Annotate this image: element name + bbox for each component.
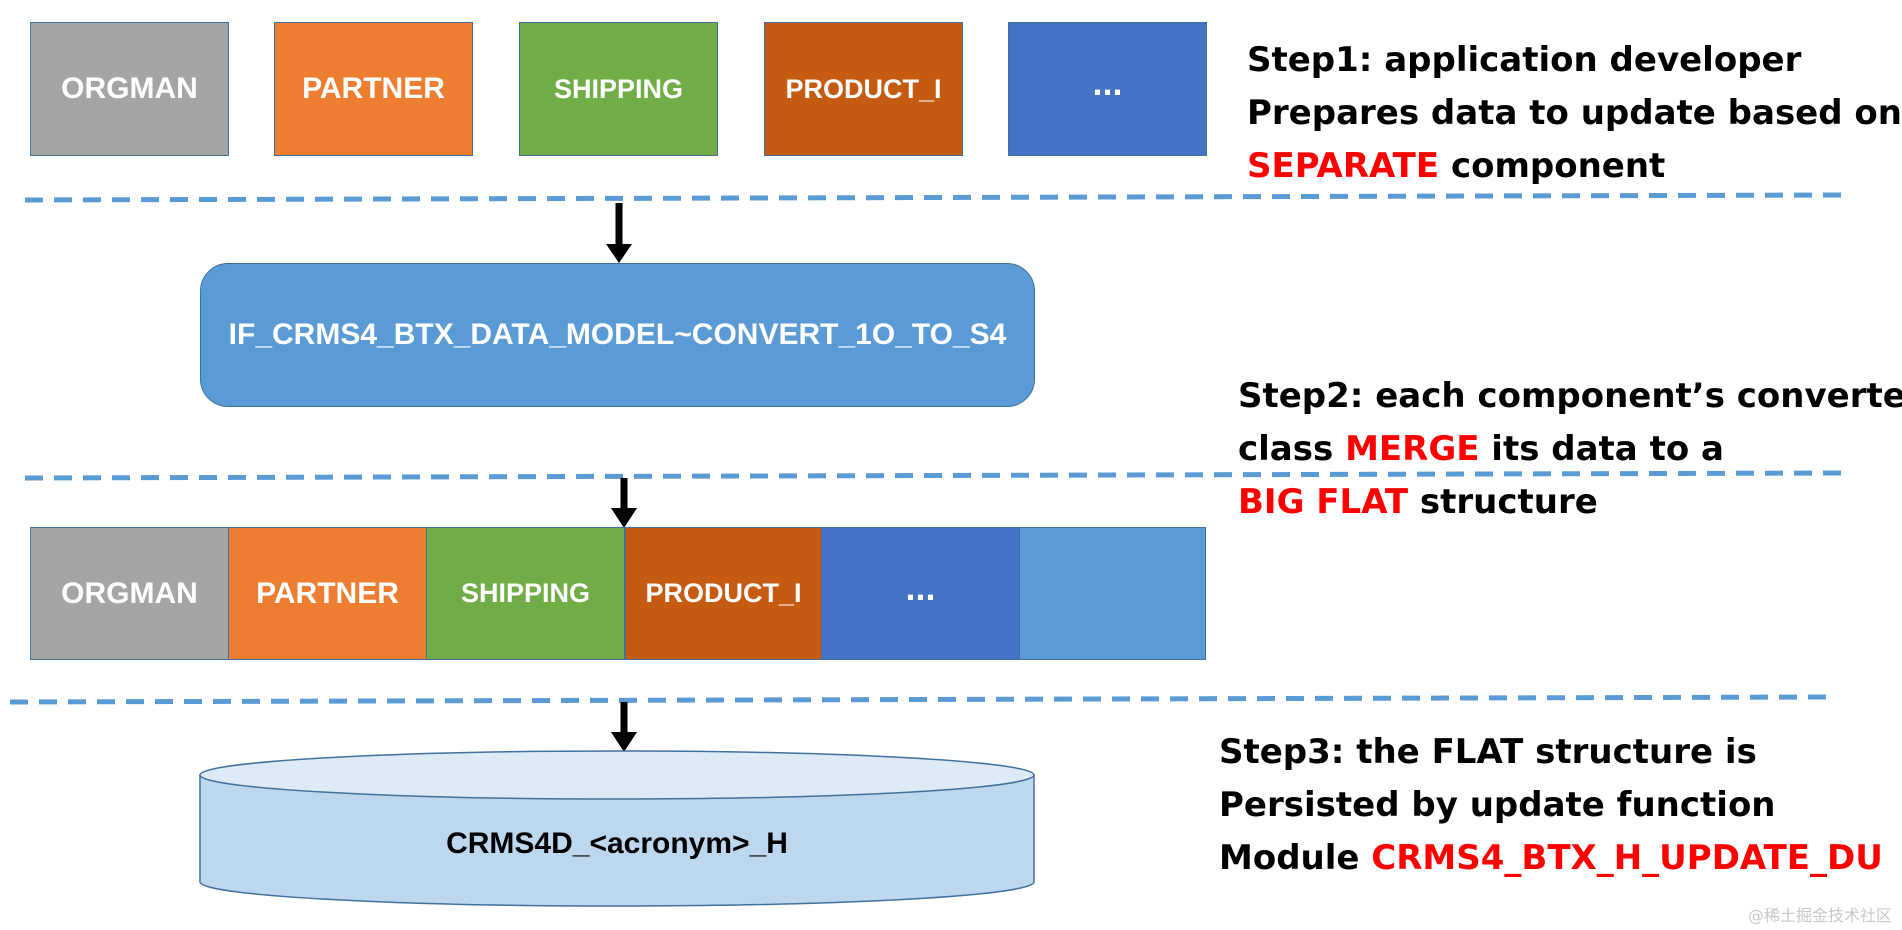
segment-label: ORGMAN xyxy=(61,576,198,610)
database-cylinder: CRMS4D_<acronym>_H xyxy=(199,750,1035,907)
component-label: PARTNER xyxy=(302,72,445,105)
segment-label: PRODUCT_I xyxy=(645,578,802,608)
segment-label: ... xyxy=(905,566,936,608)
step1-line2: Prepares data to update based on xyxy=(1247,93,1902,133)
separator-line-3 xyxy=(9,694,1831,705)
component-box-partner: PARTNER xyxy=(274,22,473,156)
step2-text: Step2: each component’s converter class … xyxy=(1238,370,1902,529)
database-label: CRMS4D_<acronym>_H xyxy=(446,827,788,860)
step2-line2-start: class xyxy=(1238,429,1346,469)
step2-highlight-big-flat: BIG FLAT xyxy=(1238,482,1409,522)
converter-box: IF_CRMS4_BTX_DATA_MODEL~CONVERT_1O_TO_S4 xyxy=(200,263,1035,407)
component-label: ORGMAN xyxy=(61,72,198,105)
flat-segment-shipping: SHIPPING xyxy=(427,528,625,659)
component-box-shipping: SHIPPING xyxy=(519,22,718,156)
step3-line1: Step3: the FLAT structure is xyxy=(1219,732,1757,772)
flat-segment-orgman: ORGMAN xyxy=(31,528,229,659)
separator-line-1 xyxy=(24,192,1846,203)
component-box-orgman: ORGMAN xyxy=(30,22,229,156)
arrowhead-1 xyxy=(606,244,632,263)
step3-line2: Persisted by update function xyxy=(1219,785,1776,825)
step2-highlight-merge: MERGE xyxy=(1345,429,1480,469)
step3-line3-start: Module xyxy=(1219,838,1372,878)
step1-line1: Step1: application developer xyxy=(1247,40,1802,80)
component-label: SHIPPING xyxy=(553,73,684,104)
step2-line2-rest: its data to a xyxy=(1479,429,1724,469)
step1-line3-rest: component xyxy=(1439,146,1666,186)
arrowhead-3 xyxy=(611,732,637,752)
component-label: PRODUCT_I xyxy=(785,73,942,104)
watermark: @稀土掘金技术社区 xyxy=(1747,906,1892,925)
step3-text: Step3: the FLAT structure is Persisted b… xyxy=(1219,726,1883,885)
step2-line1: Step2: each component’s converter xyxy=(1238,376,1902,416)
component-label: ... xyxy=(1092,62,1123,103)
segment-label: SHIPPING xyxy=(460,578,591,608)
arrowhead-2 xyxy=(611,508,637,528)
component-box-product-i: PRODUCT_I xyxy=(764,22,963,156)
flat-segment-product-i: PRODUCT_I xyxy=(625,528,822,659)
flat-segment-more: ... xyxy=(822,528,1020,659)
flat-segment-partner: PARTNER xyxy=(229,528,427,659)
step2-line3-rest: structure xyxy=(1408,482,1598,522)
step1-line3: SEPARATE component xyxy=(1247,140,1902,193)
step1-highlight: SEPARATE xyxy=(1247,146,1440,186)
converter-label: IF_CRMS4_BTX_DATA_MODEL~CONVERT_1O_TO_S4 xyxy=(228,318,1007,351)
step3-line3: Module CRMS4_BTX_H_UPDATE_DU xyxy=(1219,832,1883,885)
segment-label: PARTNER xyxy=(256,576,399,610)
step2-line2: class MERGE its data to a xyxy=(1238,423,1902,476)
component-box-more: ... xyxy=(1008,22,1207,156)
step2-line3: BIG FLAT structure xyxy=(1238,476,1902,529)
step1-text: Step1: application developer Prepares da… xyxy=(1247,34,1902,193)
step3-highlight: CRMS4_BTX_H_UPDATE_DU xyxy=(1371,838,1883,878)
